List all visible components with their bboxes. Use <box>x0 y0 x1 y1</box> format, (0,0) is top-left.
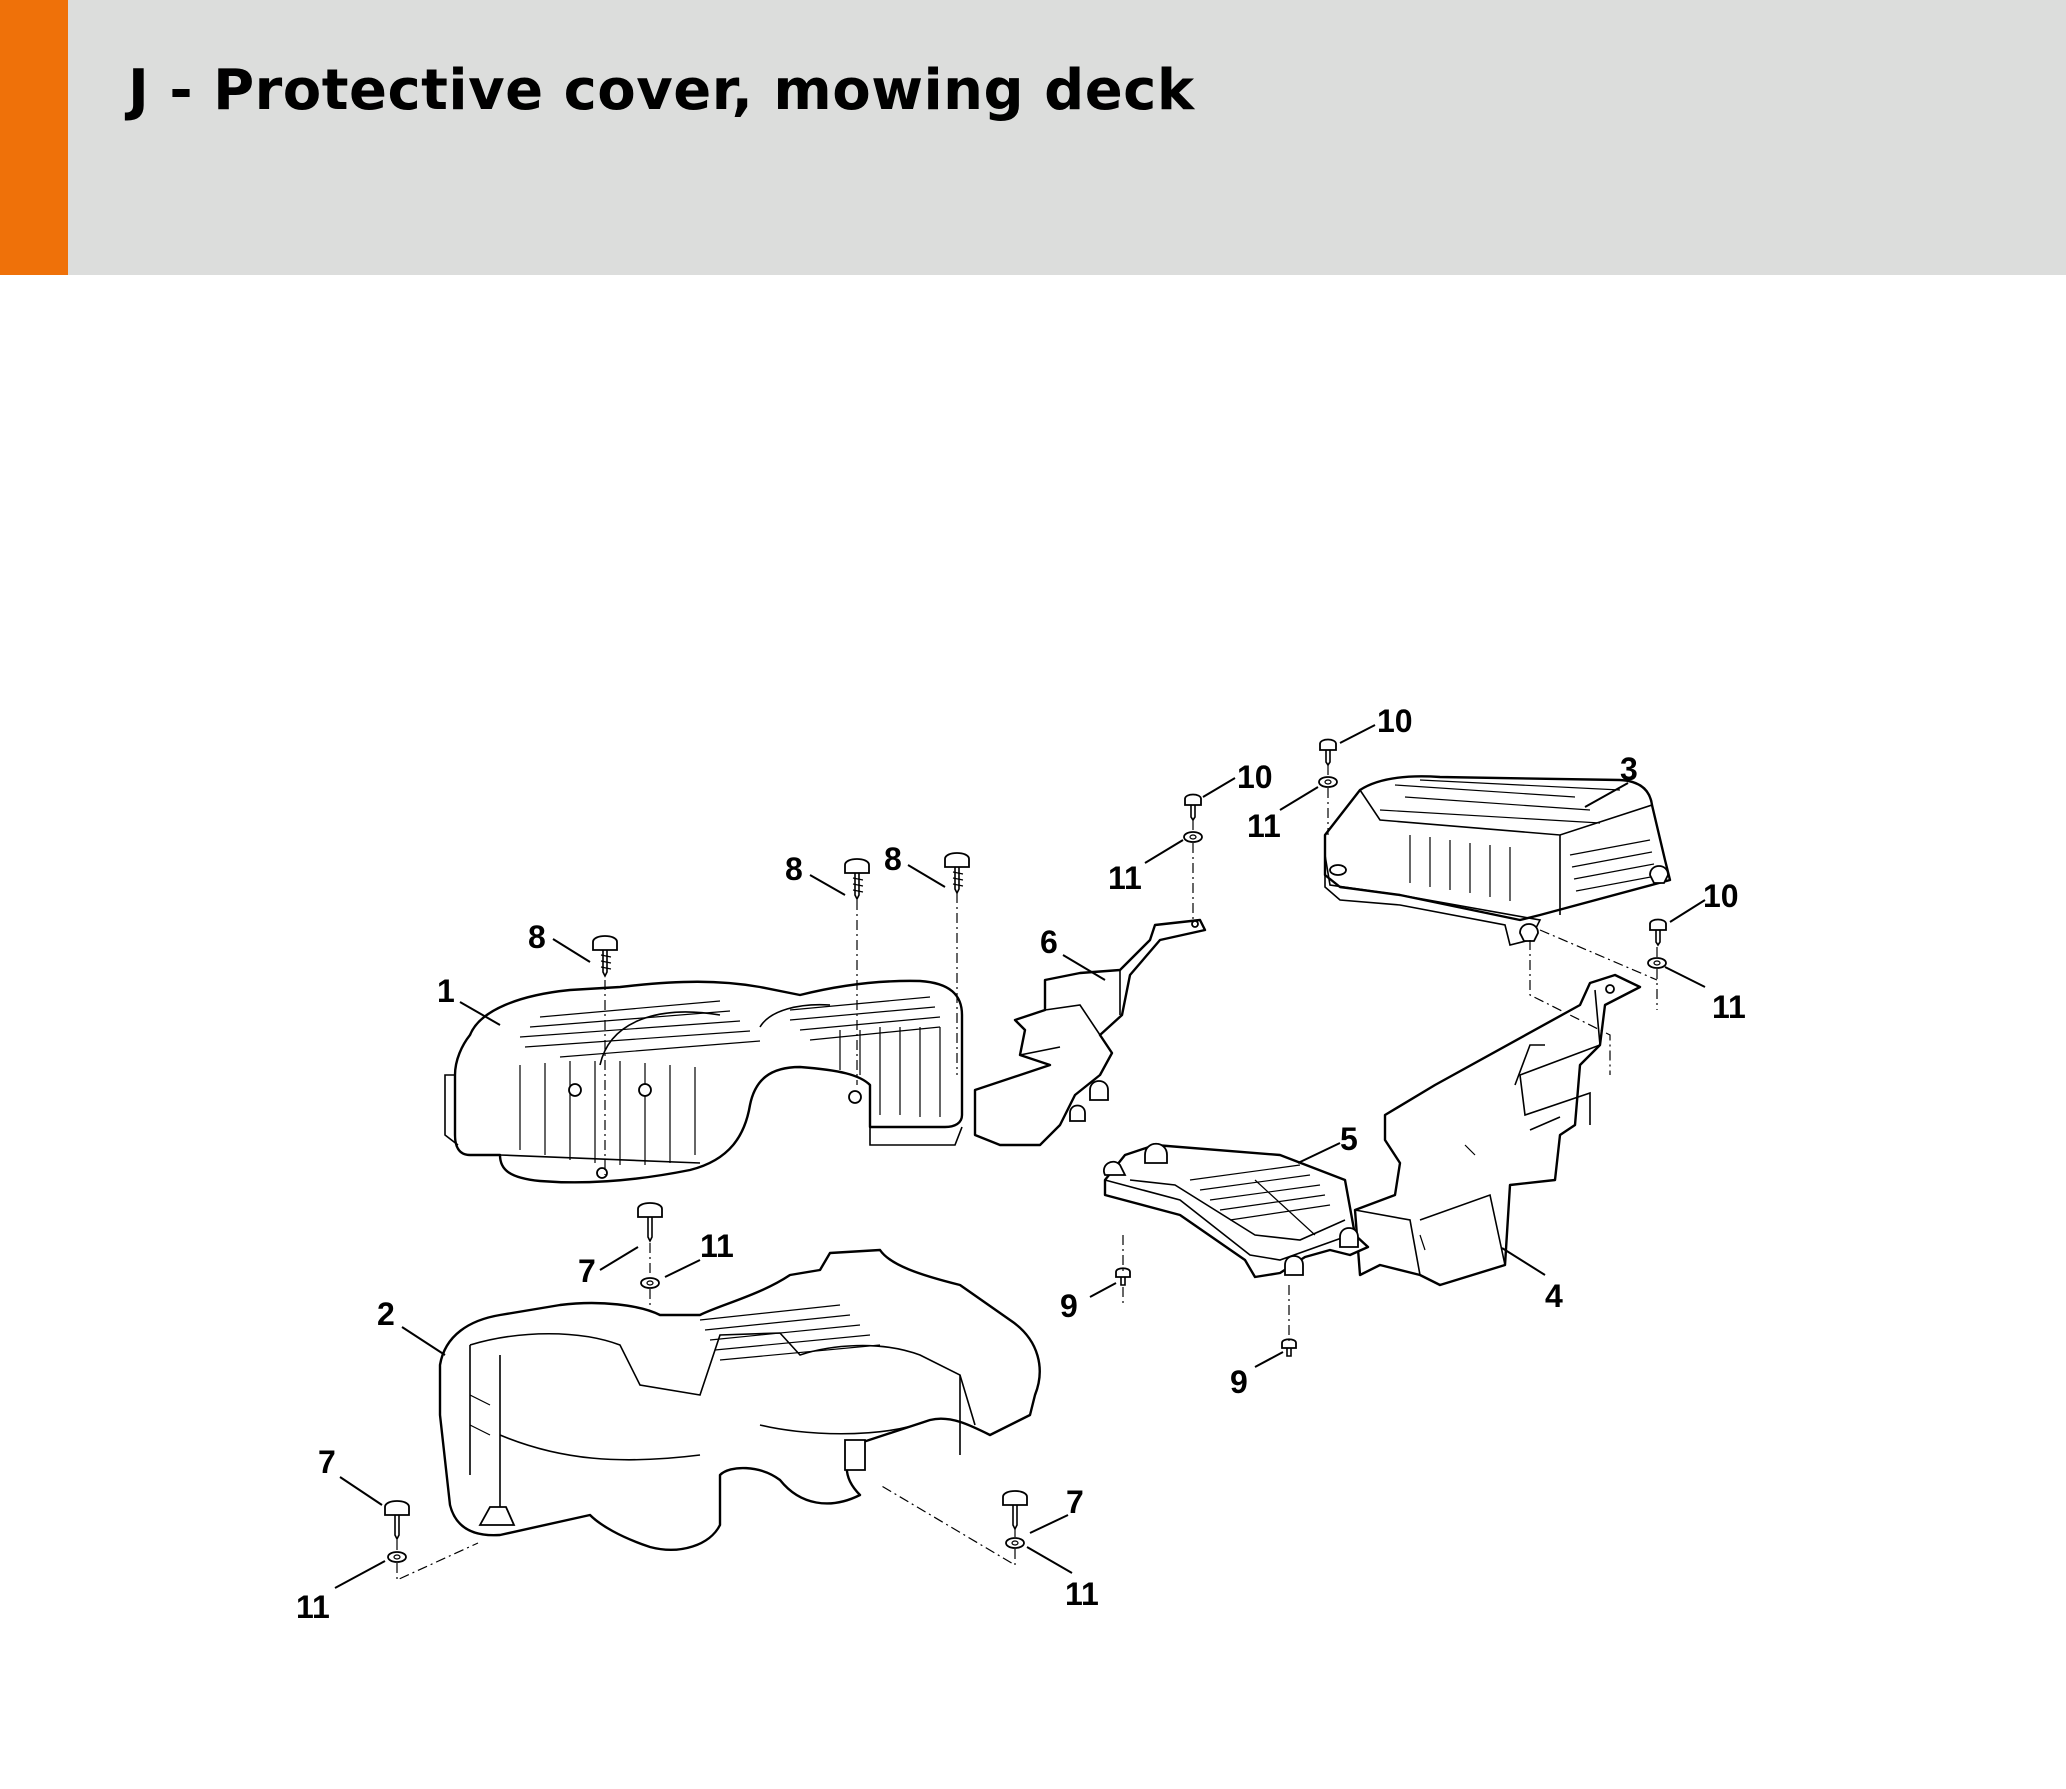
callout-11-c: 11 <box>1664 966 1746 1025</box>
washer-11-f[interactable] <box>1005 1537 1025 1549</box>
callout-label-11-e: 11 <box>296 1589 330 1625</box>
washer-11-e[interactable] <box>387 1551 407 1563</box>
screw-10-c[interactable] <box>1649 918 1667 947</box>
screw-8-middle[interactable] <box>844 858 870 901</box>
callout-4: 4 <box>1501 1247 1563 1314</box>
screw-10-b[interactable] <box>1319 738 1337 767</box>
callout-label-2: 2 <box>377 1296 395 1332</box>
screw-9-a[interactable] <box>1115 1267 1131 1286</box>
exploded-parts-diagram: 1 2 3 4 5 6 7 7 7 8 8 8 <box>0 275 2066 1784</box>
callout-label-9-b: 9 <box>1230 1364 1248 1400</box>
callout-label-11-a: 11 <box>1108 860 1142 896</box>
page-title: J - Protective cover, mowing deck <box>128 58 1195 123</box>
callout-label-11-b: 11 <box>1247 808 1281 844</box>
alignment-lines <box>396 765 1658 1581</box>
washer-11-b[interactable] <box>1318 776 1338 788</box>
callout-label-8-left: 8 <box>528 919 546 955</box>
callout-8-middle: 8 <box>785 851 846 896</box>
part-3-rear-cover[interactable] <box>1323 775 1672 946</box>
part-6-side-shield[interactable] <box>973 918 1207 1147</box>
callout-1: 1 <box>437 973 501 1026</box>
callout-8-right: 8 <box>884 841 946 888</box>
callout-label-7-right: 7 <box>1066 1484 1084 1520</box>
callout-10-a: 10 <box>1202 759 1273 798</box>
callout-7-left: 7 <box>318 1444 383 1506</box>
screw-10-a[interactable] <box>1184 793 1202 822</box>
callout-label-5: 5 <box>1340 1121 1358 1157</box>
screw-7-top[interactable] <box>637 1202 663 1243</box>
part-2-deck-housing[interactable] <box>438 1248 1041 1551</box>
callout-label-11-f: 11 <box>1065 1576 1099 1612</box>
callout-7-right: 7 <box>1029 1484 1084 1534</box>
header-banner: J - Protective cover, mowing deck <box>0 0 2066 275</box>
callout-11-e: 11 <box>296 1560 386 1625</box>
callout-2: 2 <box>377 1296 446 1356</box>
callout-11-f: 11 <box>1026 1546 1099 1612</box>
screw-8-right[interactable] <box>944 852 970 895</box>
part-1-protective-cover[interactable] <box>444 979 964 1184</box>
callout-10-c: 10 <box>1669 878 1739 923</box>
callout-label-11-c: 11 <box>1712 989 1746 1025</box>
callout-label-9-a: 9 <box>1060 1288 1078 1324</box>
part-4-side-shield[interactable] <box>1353 973 1642 1287</box>
washer-11-d[interactable] <box>640 1277 660 1289</box>
callout-11-d: 11 <box>664 1228 734 1278</box>
callout-label-10-c: 10 <box>1703 878 1739 914</box>
callout-label-4: 4 <box>1545 1278 1563 1314</box>
callout-11-b: 11 <box>1247 786 1319 844</box>
screw-9-b[interactable] <box>1281 1338 1297 1357</box>
callout-11-a: 11 <box>1108 839 1184 896</box>
washer-11-a[interactable] <box>1183 831 1203 843</box>
accent-bar <box>0 0 68 275</box>
callout-label-8-right: 8 <box>884 841 902 877</box>
screw-8-left[interactable] <box>592 935 618 978</box>
callout-9-b: 9 <box>1230 1351 1284 1400</box>
callout-label-6: 6 <box>1040 924 1058 960</box>
callout-label-10-b: 10 <box>1377 703 1413 739</box>
washer-11-c[interactable] <box>1647 957 1667 969</box>
part-5-cover-plate[interactable] <box>1103 1142 1370 1279</box>
callout-label-7-left: 7 <box>318 1444 336 1480</box>
callout-5: 5 <box>1297 1121 1358 1164</box>
callout-label-1: 1 <box>437 973 455 1009</box>
callout-label-3: 3 <box>1620 751 1638 787</box>
callout-3: 3 <box>1584 751 1638 808</box>
screw-7-left[interactable] <box>384 1500 410 1541</box>
screw-7-right[interactable] <box>1002 1490 1028 1531</box>
callout-label-10-a: 10 <box>1237 759 1273 795</box>
callout-7-top: 7 <box>578 1246 639 1289</box>
callout-10-b: 10 <box>1339 703 1413 744</box>
callout-label-7-top: 7 <box>578 1253 596 1289</box>
callout-9-a: 9 <box>1060 1282 1117 1324</box>
callout-8-left: 8 <box>528 919 591 963</box>
callout-label-8-middle: 8 <box>785 851 803 887</box>
callout-6: 6 <box>1040 924 1106 981</box>
callout-label-11-d: 11 <box>700 1228 734 1264</box>
